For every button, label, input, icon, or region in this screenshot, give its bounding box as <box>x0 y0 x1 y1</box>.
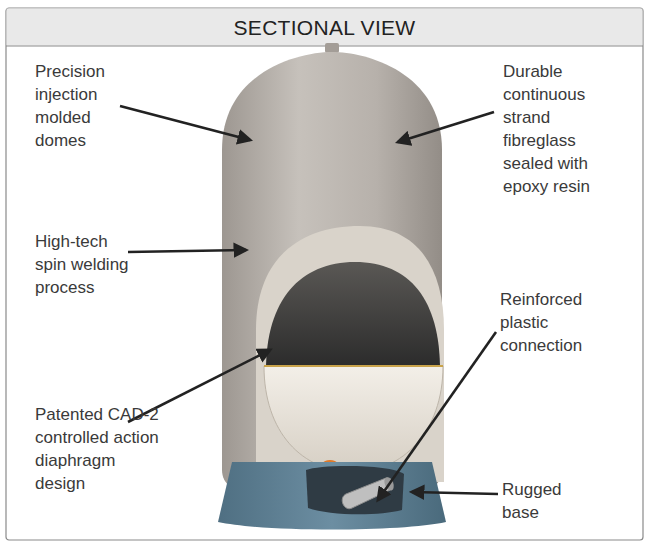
tank-port <box>325 43 339 53</box>
tank-base <box>218 462 446 530</box>
cutaway-rim <box>256 226 444 482</box>
leader-line <box>120 106 250 140</box>
callout-label: Reinforced plastic connection <box>500 288 600 357</box>
leader-line <box>398 112 494 142</box>
callout-label: Durable continuous strand fibreglass sea… <box>503 60 613 198</box>
title-rule <box>6 45 643 46</box>
base-cutout <box>306 466 404 514</box>
callout-label: Patented CAD-2 controlled action diaphra… <box>35 403 170 495</box>
callout-label: High-tech spin welding process <box>35 230 131 299</box>
diaphragm-clamp <box>264 365 443 367</box>
frame <box>6 8 643 540</box>
leader-line <box>412 492 498 494</box>
callout-label: Precision injection molded domes <box>35 60 125 152</box>
title-band <box>7 9 643 46</box>
callout-label: Rugged base <box>502 478 572 524</box>
figure-title: SECTIONAL VIEW <box>6 16 643 40</box>
leader-line <box>128 250 246 252</box>
leader-line <box>378 332 496 500</box>
diaphragm <box>264 366 443 472</box>
tank-interior <box>266 262 440 370</box>
